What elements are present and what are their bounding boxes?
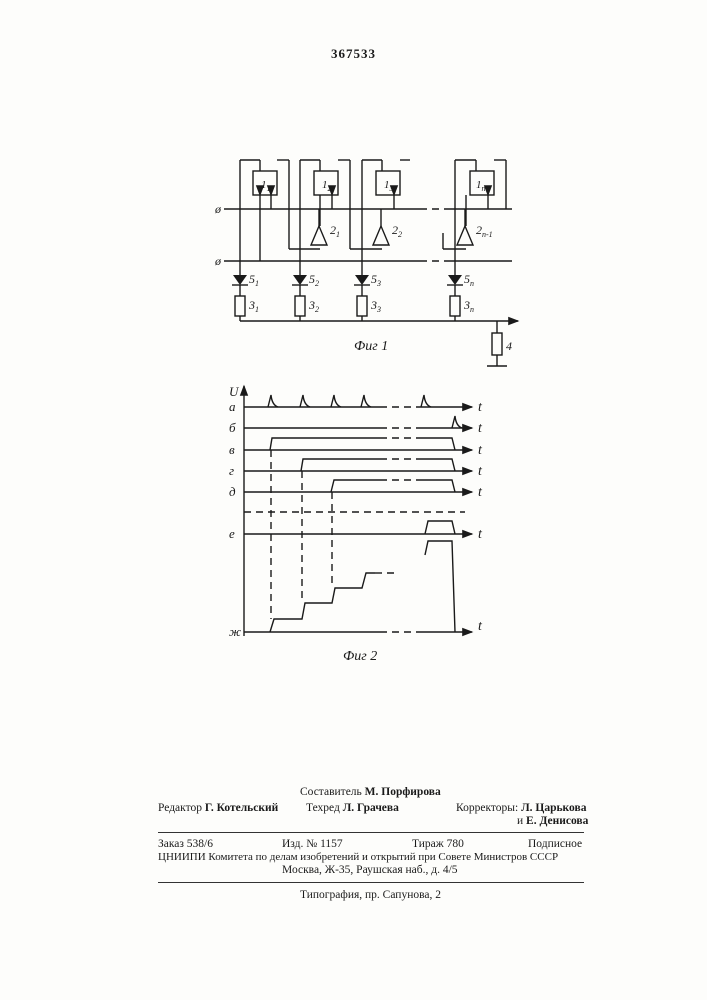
- techred-line: Техред Л. Грачева: [306, 801, 399, 815]
- row-label-v: в: [229, 442, 235, 457]
- amplifier-2: 22: [338, 160, 402, 249]
- svg-text:2n-1: 2n-1: [476, 223, 493, 239]
- svg-text:t: t: [478, 464, 483, 479]
- figures-svg: ø ø 4 11 51 31: [0, 0, 707, 700]
- svg-text:1n: 1n: [476, 179, 486, 193]
- svg-text:5n: 5n: [464, 272, 474, 288]
- row-label-e: е: [229, 526, 235, 541]
- svg-text:21: 21: [330, 223, 340, 239]
- svg-text:51: 51: [249, 272, 259, 288]
- edition-number: Изд. № 1157: [282, 837, 343, 851]
- fig2-caption: Фиг 2: [343, 649, 377, 664]
- corrector2-line: и Е. Денисова: [517, 814, 588, 828]
- row-label-zh: ж: [229, 624, 241, 639]
- order-number: Заказ 538/6: [158, 837, 213, 851]
- correctors-line: Корректоры: Л. Царькова: [456, 801, 586, 815]
- block-label: 11: [261, 179, 271, 193]
- svg-text:t: t: [478, 619, 483, 634]
- svg-text:31: 31: [248, 298, 259, 314]
- load-resistor: [492, 333, 502, 355]
- svg-text:53: 53: [371, 272, 381, 288]
- amplifier-1: 21: [277, 160, 340, 249]
- printer-line: Типография, пр. Сапунова, 2: [300, 888, 441, 902]
- svg-text:22: 22: [392, 223, 402, 239]
- svg-text:t: t: [478, 485, 483, 500]
- svg-text:12: 12: [322, 179, 332, 193]
- composer-line: Составитель М. Порфирова: [300, 785, 441, 799]
- channel-3: 13 53 33: [354, 160, 410, 321]
- svg-text:13: 13: [384, 179, 394, 193]
- fig1-caption: Фиг 1: [354, 339, 388, 354]
- svg-text:3n: 3n: [463, 298, 474, 314]
- svg-text:t: t: [478, 421, 483, 436]
- staircase-trace: [270, 573, 375, 632]
- row-label-g: г: [229, 463, 234, 478]
- bus-terminal-top: ø: [214, 202, 222, 216]
- row-label-a: а: [229, 399, 236, 414]
- row-label-b: б: [229, 420, 236, 435]
- circulation: Тираж 780: [412, 837, 464, 851]
- svg-text:52: 52: [309, 272, 319, 288]
- org-line-2: Москва, Ж-35, Раушская наб., д. 4/5: [282, 863, 458, 877]
- u-axis-label: U: [229, 384, 240, 399]
- svg-text:t: t: [478, 443, 483, 458]
- channel-1: 11 51 31: [232, 160, 277, 321]
- divider-2: [158, 882, 584, 883]
- svg-text:t: t: [478, 527, 483, 542]
- subscription: Подписное: [528, 837, 582, 851]
- divider-1: [158, 832, 584, 833]
- fig2-timing: U а t б t в t г t д: [229, 384, 483, 664]
- editor-line: Редактор Г. Котельский: [158, 801, 278, 815]
- load-label: 4: [506, 339, 512, 353]
- row-label-d: д: [229, 484, 236, 499]
- bus-terminal-bottom: ø: [214, 254, 222, 268]
- svg-text:t: t: [478, 400, 483, 415]
- svg-text:33: 33: [370, 298, 381, 314]
- channel-n: 1n 5n 3n: [447, 160, 506, 321]
- svg-text:32: 32: [308, 298, 319, 314]
- amplifier-n-1: 2n-1: [443, 209, 493, 249]
- channel-2: 12 52 32: [292, 160, 338, 321]
- fig1-circuit: ø ø 4 11 51 31: [214, 160, 518, 366]
- org-line-1: ЦНИИПИ Комитета по делам изобретений и о…: [158, 850, 558, 864]
